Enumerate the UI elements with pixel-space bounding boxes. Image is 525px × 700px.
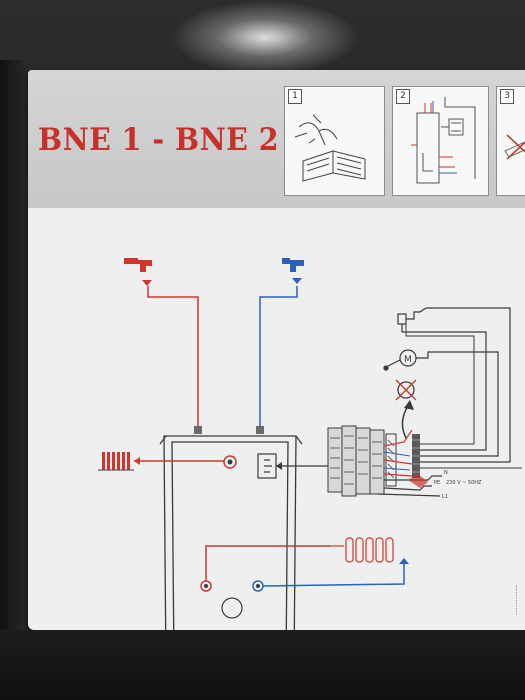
thermostat-box xyxy=(257,453,277,479)
cold-water-pipe xyxy=(259,286,298,426)
step-2-panel: 2 xyxy=(392,86,489,196)
wiring-schematic-icon xyxy=(411,97,476,184)
no-connection-icon xyxy=(395,379,417,401)
supply-voltage-label: 230 V ~ 50HZ xyxy=(446,480,482,486)
installation-diagram: M N PE 230 V ~ 50HZ xyxy=(98,258,522,630)
heating-coil-icon xyxy=(330,537,394,563)
casing-side-edge xyxy=(0,60,28,700)
light-glare xyxy=(170,0,360,75)
no-action-icon xyxy=(504,134,525,160)
step-2-number: 2 xyxy=(396,89,410,104)
radiator-icon xyxy=(98,452,224,471)
floor-shadow xyxy=(0,630,525,700)
step-1-panel: 1 xyxy=(284,86,385,196)
cold-water-tap-icon xyxy=(282,258,304,284)
manual-book-icon xyxy=(294,114,366,182)
motor-icon: M xyxy=(383,349,499,457)
hot-water-pipe xyxy=(147,286,199,426)
thermostat-icon xyxy=(397,307,511,463)
step-3-panel: 3 xyxy=(496,86,525,196)
terminal-l1-label: L1 xyxy=(442,494,448,500)
water-heater-tank xyxy=(159,435,303,630)
product-title: BNE 1 - BNE 2 xyxy=(38,122,280,158)
hot-water-tap-icon xyxy=(124,258,152,286)
terminal-pe-label: PE xyxy=(434,480,440,486)
svg-text:M: M xyxy=(404,355,412,365)
instruction-label: BNE 1 - BNE 2 1 2 xyxy=(28,70,525,630)
step-3-number: 3 xyxy=(500,89,514,104)
terminal-n-label: N xyxy=(444,470,448,476)
terminal-block xyxy=(327,425,397,497)
card-edge-marks xyxy=(516,585,519,615)
step-1-number: 1 xyxy=(288,89,302,104)
